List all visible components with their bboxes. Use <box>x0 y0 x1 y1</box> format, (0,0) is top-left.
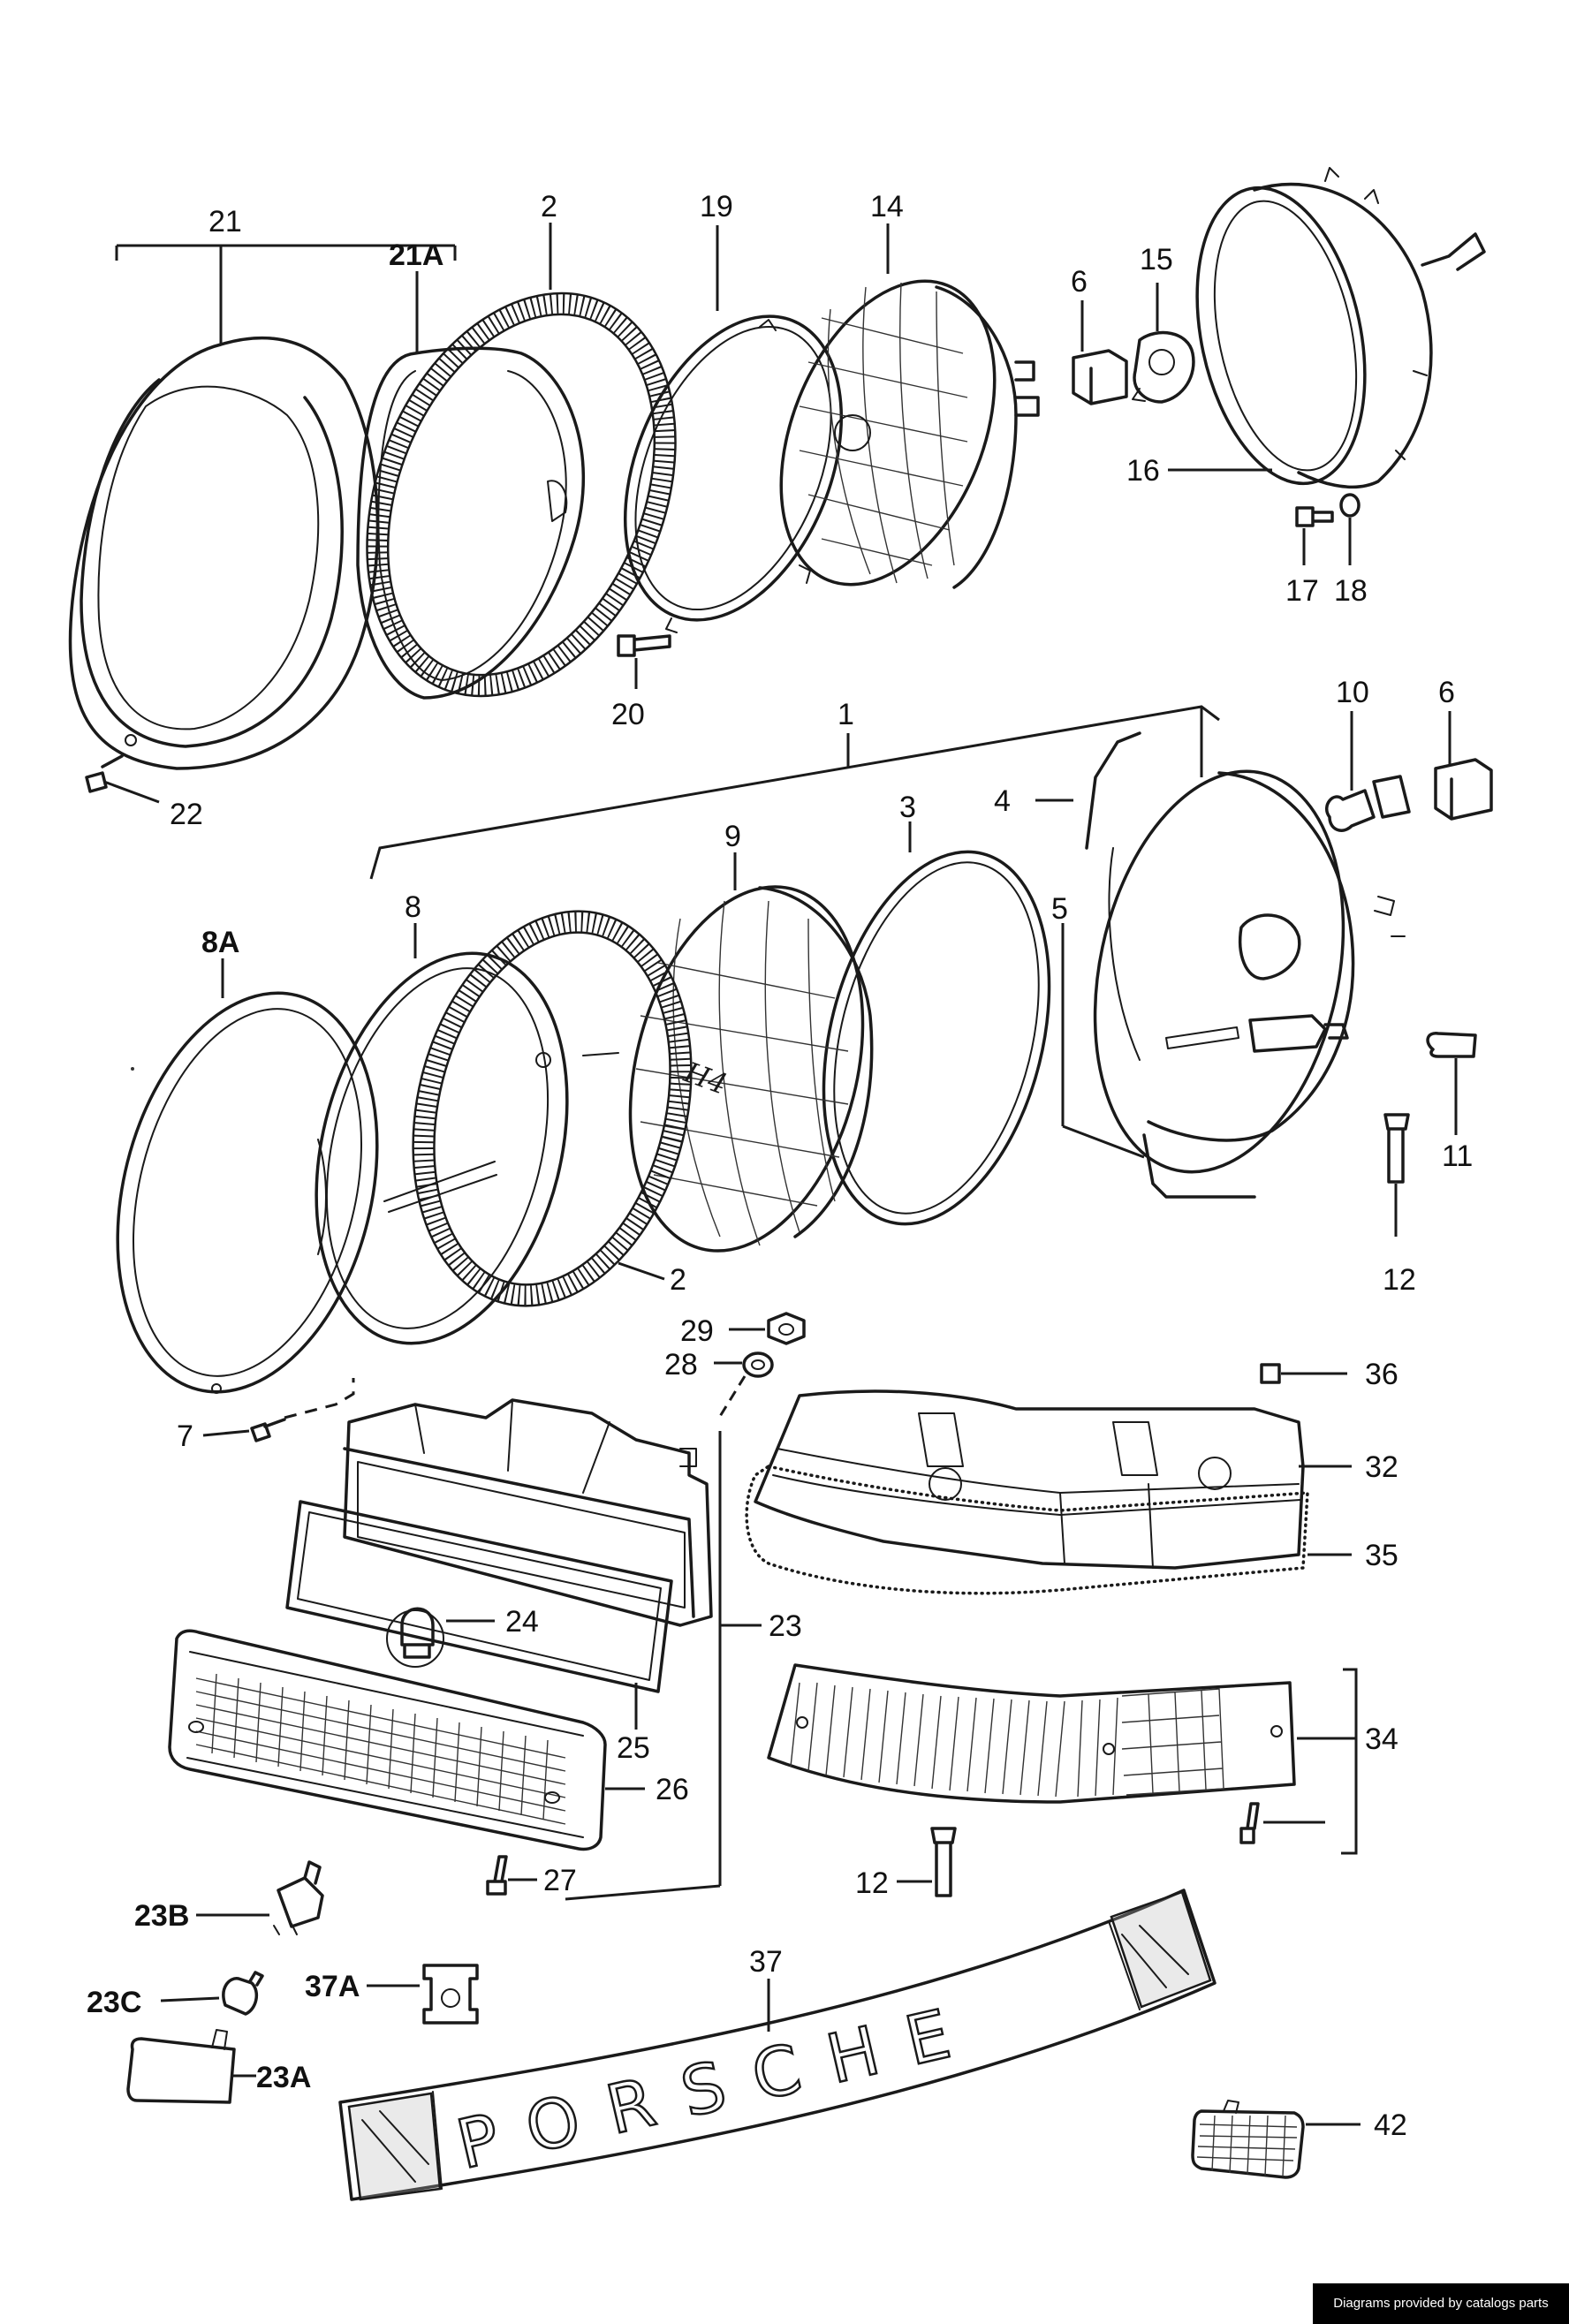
screw-7 <box>250 1418 286 1442</box>
trim-ring-8A <box>116 991 379 1394</box>
part-number-8: 8 <box>405 890 421 924</box>
part-number-1: 1 <box>838 698 854 731</box>
bulb-holder-15 <box>1132 330 1195 404</box>
side-marker-42 <box>1191 2100 1305 2179</box>
turn-signal-housing-23 <box>343 1398 713 1627</box>
part-number-9: 9 <box>724 820 741 853</box>
mounting-bucket-16 <box>1195 167 1486 489</box>
inner-ring-21A <box>356 346 586 700</box>
bulb-socket-12-mid <box>1383 1113 1410 1184</box>
h4-bulb-10 <box>1324 775 1411 832</box>
tail-light-gasket-35 <box>745 1465 1309 1595</box>
part-number-27: 27 <box>543 1864 577 1897</box>
part-number-23: 23 <box>769 1609 802 1643</box>
part-number-32: 32 <box>1365 1450 1398 1484</box>
washer-28 <box>742 1351 774 1378</box>
part-number-15: 15 <box>1140 243 1173 276</box>
part-number-22: 22 <box>170 798 203 831</box>
part-number-7: 7 <box>177 1419 193 1453</box>
part-number-20: 20 <box>611 698 645 731</box>
part-number-26: 26 <box>656 1773 689 1806</box>
part-number-23C: 23C <box>87 1986 141 2019</box>
bulb-socket-23B <box>273 1860 324 1935</box>
reflector-housing-5 <box>1093 769 1406 1199</box>
part-number-14: 14 <box>870 190 904 223</box>
washer-18 <box>1339 493 1361 518</box>
screw-17 <box>1295 506 1334 527</box>
retaining-ring-3 <box>822 850 1051 1226</box>
side-marker-23A <box>126 2029 236 2104</box>
bulb-connector-6-mid <box>1434 758 1493 821</box>
diagram-credit: Diagrams provided by catalogs parts <box>1313 2283 1569 2324</box>
part-number-18: 18 <box>1334 574 1368 608</box>
lens-gasket-25 <box>285 1500 673 1693</box>
tail-light-lens-34 <box>767 1663 1296 1804</box>
parking-bulb-11 <box>1426 1032 1477 1058</box>
retaining-ring-19 <box>623 314 844 633</box>
part-number-37A: 37A <box>305 1970 360 2003</box>
part-number-12-low: 12 <box>855 1866 889 1900</box>
clip-36 <box>1260 1363 1281 1384</box>
sealed-beam-14 <box>779 279 1040 589</box>
part-number-28: 28 <box>664 1348 698 1382</box>
part-number-6-mid: 6 <box>1438 676 1455 709</box>
part-number-4: 4 <box>994 784 1011 818</box>
part-number-34: 34 <box>1365 1722 1398 1756</box>
part-number-23B: 23B <box>134 1899 189 1933</box>
part-number-21A: 21A <box>389 238 443 272</box>
screw-22 <box>85 754 124 793</box>
screw-27 <box>486 1855 508 1896</box>
part-number-25: 25 <box>617 1731 650 1765</box>
part-number-12-mid: 12 <box>1383 1263 1416 1297</box>
part-number-17: 17 <box>1285 574 1319 608</box>
part-number-42: 42 <box>1374 2108 1407 2142</box>
part-number-6-top: 6 <box>1071 265 1088 299</box>
part-number-10: 10 <box>1336 676 1369 709</box>
tail-light-housing-32 <box>754 1389 1305 1570</box>
adjusting-spring-4 <box>1085 731 1141 850</box>
emblem-clip-37A <box>422 1964 479 2025</box>
part-number-2-top: 2 <box>541 190 557 223</box>
part-number-8A: 8A <box>201 926 239 959</box>
part-number-24: 24 <box>505 1605 539 1639</box>
bulb-socket-12-low <box>930 1827 957 1897</box>
part-number-16: 16 <box>1126 454 1160 488</box>
part-number-11: 11 <box>1442 1139 1473 1173</box>
part-number-23A: 23A <box>256 2061 311 2094</box>
porsche-emblem-strip-37: PORSCHE <box>338 1889 1217 2201</box>
part-number-35: 35 <box>1365 1539 1398 1572</box>
gasket-2-top <box>366 291 677 698</box>
part-number-36: 36 <box>1365 1358 1398 1391</box>
part-number-5: 5 <box>1051 892 1068 926</box>
turn-signal-lens-26 <box>168 1629 607 1851</box>
small-bulb-23C <box>222 1971 264 2016</box>
screw-34 <box>1239 1802 1260 1844</box>
part-number-19: 19 <box>700 190 733 223</box>
headlight-housing-21 <box>68 336 380 770</box>
part-number-3: 3 <box>899 791 916 824</box>
turn-signal-bulb-24 <box>386 1607 444 1668</box>
screw-20 <box>617 634 671 657</box>
porsche-lettering: PORSCHE <box>450 1987 987 2184</box>
chrome-ring-8 <box>315 951 619 1345</box>
part-number-37: 37 <box>749 1945 783 1979</box>
nut-29 <box>767 1312 806 1345</box>
part-number-29: 29 <box>680 1314 714 1348</box>
lens-grid-pattern <box>195 1673 566 1825</box>
bulb-connector-6-top <box>1072 349 1128 405</box>
part-number-21: 21 <box>208 205 242 238</box>
part-number-2-mid: 2 <box>670 1263 686 1297</box>
